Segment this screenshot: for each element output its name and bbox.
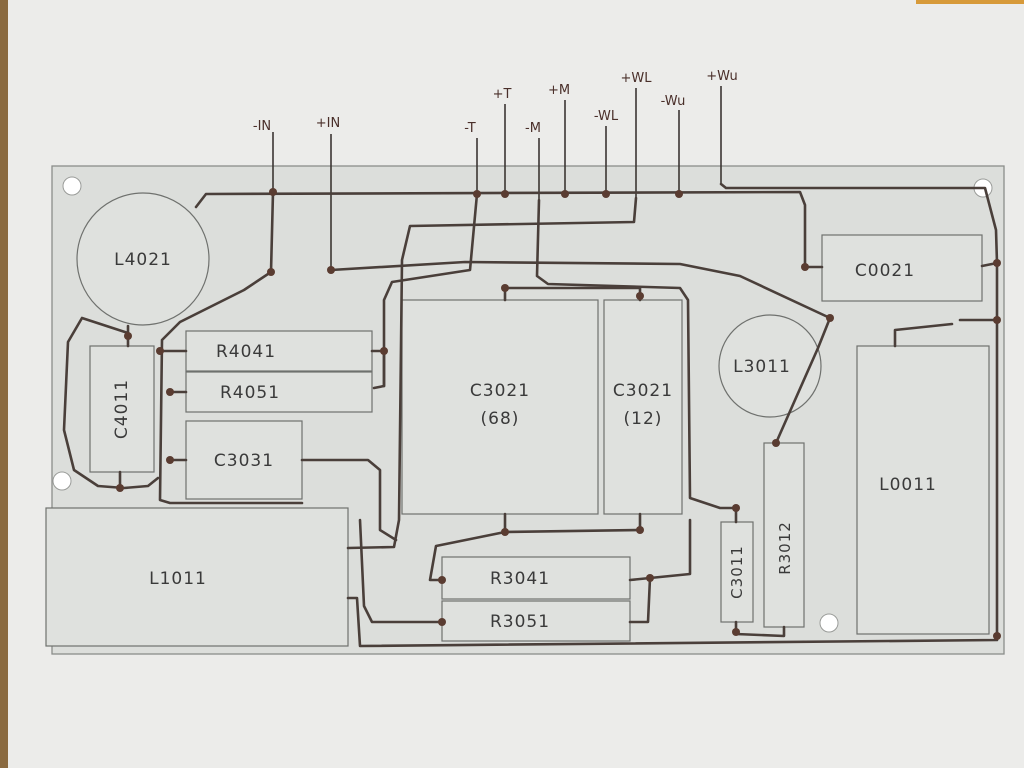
terminal-neg-in: -IN	[253, 119, 271, 134]
pad-r4051-left	[166, 388, 174, 396]
trace-c3021-bottom	[503, 512, 642, 534]
pad-c4011-bottom	[116, 484, 124, 492]
trace-neg-t-down	[372, 192, 479, 390]
terminal-pos-in: +IN	[316, 116, 340, 131]
pad-neg-in-2	[267, 268, 275, 276]
mounting-hole-mid-left	[52, 471, 72, 491]
terminal-pos-t: +T	[493, 87, 512, 102]
terminal-pos-wl: +WL	[621, 71, 653, 86]
pad-c3021-bottom-left	[501, 528, 509, 536]
resistor-R3041	[441, 556, 631, 600]
terminal-neg-wl: -WL	[594, 109, 619, 124]
trace-c3031-r3051	[300, 458, 444, 624]
pad-r3041-left	[438, 576, 446, 584]
inductor-L0011	[856, 345, 990, 635]
label-L0011: L0011	[879, 475, 937, 495]
label-C3021-12: C3021	[613, 381, 673, 401]
trace-left-loop	[62, 316, 160, 490]
capacitor-C3021-68	[401, 299, 599, 515]
resistor-R4041	[185, 330, 373, 372]
value-C3021-12: (12)	[624, 409, 663, 429]
label-L3011: L3011	[733, 357, 791, 377]
terminal-leads	[272, 86, 722, 270]
pad-r3041-right	[646, 574, 654, 582]
trace-neg-m-down	[535, 198, 738, 524]
pad-c3021-top-right	[636, 292, 644, 300]
pad-neg-in	[269, 188, 277, 196]
trace-neg-in-down	[158, 190, 304, 505]
pad-c3031-left	[166, 456, 174, 464]
label-R3041: R3041	[490, 569, 550, 589]
pad-c3011-bottom	[732, 628, 740, 636]
label-C0021: C0021	[855, 261, 915, 281]
paper-edge-left	[0, 0, 8, 768]
trace-r-bank-left	[158, 349, 386, 462]
pad-r3012-top	[772, 439, 780, 447]
pad-c3021-top-left	[501, 284, 509, 292]
pad-neg-wl	[602, 190, 610, 198]
trace-pos-in-branch	[329, 260, 832, 445]
pad-pos-t	[501, 190, 509, 198]
label-R3012: R3012	[776, 521, 794, 575]
mounting-hole-bottom-right	[819, 613, 839, 633]
label-L1011: L1011	[149, 569, 207, 589]
terminal-neg-t: -T	[464, 121, 475, 136]
inductor-L3011	[718, 314, 822, 418]
label-R3051: R3051	[490, 612, 550, 632]
label-R4041: R4041	[216, 342, 276, 362]
resistor-R4051	[185, 371, 373, 413]
mounting-hole-top-left	[62, 176, 82, 196]
inductor-L1011	[45, 507, 349, 647]
trace-r3041-r3051	[428, 518, 692, 624]
label-C3011: C3011	[728, 545, 746, 599]
capacitor-C0021	[821, 234, 983, 302]
pad-neg-wu	[675, 190, 683, 198]
pad-l0011-bottom	[993, 632, 1001, 640]
label-L4021: L4021	[114, 250, 172, 270]
paper-edge-top	[916, 0, 1024, 4]
resistor-R3012	[763, 442, 805, 628]
pad-c0021-left	[801, 263, 809, 271]
value-C3021-68: (68)	[481, 409, 520, 429]
pad-pos-m	[561, 190, 569, 198]
pad-r3051-left	[438, 618, 446, 626]
pad-r4041-right	[380, 347, 388, 355]
trace-pos-wl-down	[346, 196, 638, 550]
solder-pads	[116, 188, 1001, 640]
label-C3031: C3031	[214, 451, 274, 471]
capacitor-C3021-12	[603, 299, 683, 515]
terminal-pos-wu: +Wu	[706, 69, 738, 84]
pad-c3021-bottom-right	[636, 526, 644, 534]
pad-c4011-top	[124, 332, 132, 340]
terminal-pos-m: +M	[548, 83, 570, 98]
terminal-neg-wu: -Wu	[661, 94, 686, 109]
inductor-L4021	[76, 192, 210, 326]
pad-c0021-right	[993, 259, 1001, 267]
pad-pos-in	[327, 266, 335, 274]
terminal-neg-m: -M	[525, 121, 541, 136]
label-C4011: C4011	[112, 379, 132, 439]
resistor-R3051	[441, 600, 631, 642]
pad-c3011-top	[732, 504, 740, 512]
pad-l3011	[826, 314, 834, 322]
terminal-labels: -IN +IN -T +T -M +M -WL +WL -Wu +Wu	[253, 69, 738, 136]
pad-neg-t	[473, 190, 481, 198]
capacitor-C3031	[185, 420, 303, 500]
capacitor-C4011	[89, 345, 155, 473]
label-C3021-68: C3021	[470, 381, 530, 401]
pad-r4041-left	[156, 347, 164, 355]
label-R4051: R4051	[220, 383, 280, 403]
pad-l0011-top	[993, 316, 1001, 324]
